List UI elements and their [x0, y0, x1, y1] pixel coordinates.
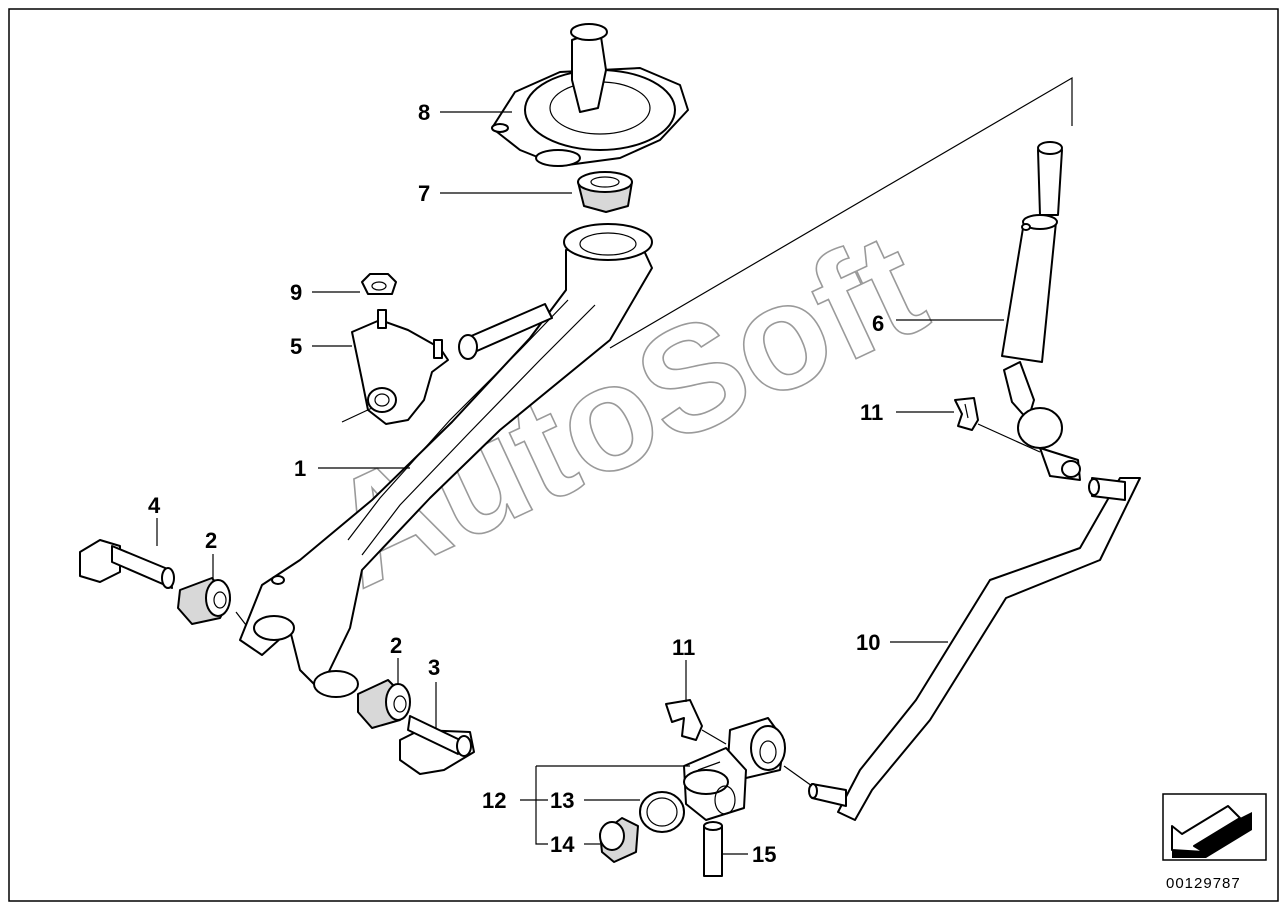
- callout-14: 14: [550, 832, 575, 857]
- callout-labels: 8 7 9 5 1 4 2 2 3 6 11 10 11 12 13 14 15: [148, 100, 884, 867]
- part-14-bushing: [599, 817, 639, 863]
- part-10-shift-rod: [808, 477, 1141, 821]
- callout-2-left: 2: [205, 528, 217, 553]
- callout-7: 7: [418, 181, 430, 206]
- callout-12: 12: [482, 788, 506, 813]
- part-5-bracket: [351, 309, 449, 425]
- callout-11-upper: 11: [860, 400, 883, 425]
- part-2-bearing-left: [177, 577, 231, 625]
- part-12-joint: [683, 717, 786, 821]
- callout-11-lower: 11: [672, 635, 695, 660]
- part-8-gear-boot: [491, 23, 689, 167]
- part-6-lever-rod: [1001, 141, 1081, 481]
- part-11-clip-upper: [954, 397, 979, 431]
- callout-4: 4: [148, 493, 161, 518]
- part-9-nut: [361, 273, 397, 295]
- callout-3: 3: [428, 655, 440, 680]
- arrow-down-left-icon[interactable]: [1162, 793, 1267, 861]
- part-4-pin-bracket: [79, 539, 175, 589]
- callout-10: 10: [856, 630, 880, 655]
- callout-9: 9: [290, 280, 302, 305]
- callout-2-right: 2: [390, 633, 402, 658]
- callout-5: 5: [290, 334, 302, 359]
- diagram-frame: [8, 8, 1279, 902]
- callout-6: 6: [872, 311, 884, 336]
- callout-13: 13: [550, 788, 574, 813]
- part-2-bearing-right: [357, 679, 411, 729]
- callout-1: 1: [294, 456, 306, 481]
- callout-8: 8: [418, 100, 430, 125]
- part-3-pin-bracket: [399, 715, 475, 775]
- callout-15: 15: [752, 842, 776, 867]
- part-15-pin: [703, 821, 723, 877]
- reference-number: 00129787: [1166, 875, 1241, 892]
- part-11-clip-lower: [665, 699, 703, 741]
- part-13-ring: [639, 791, 685, 833]
- part-1-shift-lever: [239, 223, 653, 698]
- leader-lines: [156, 76, 1073, 855]
- part-7-bushing: [577, 171, 633, 213]
